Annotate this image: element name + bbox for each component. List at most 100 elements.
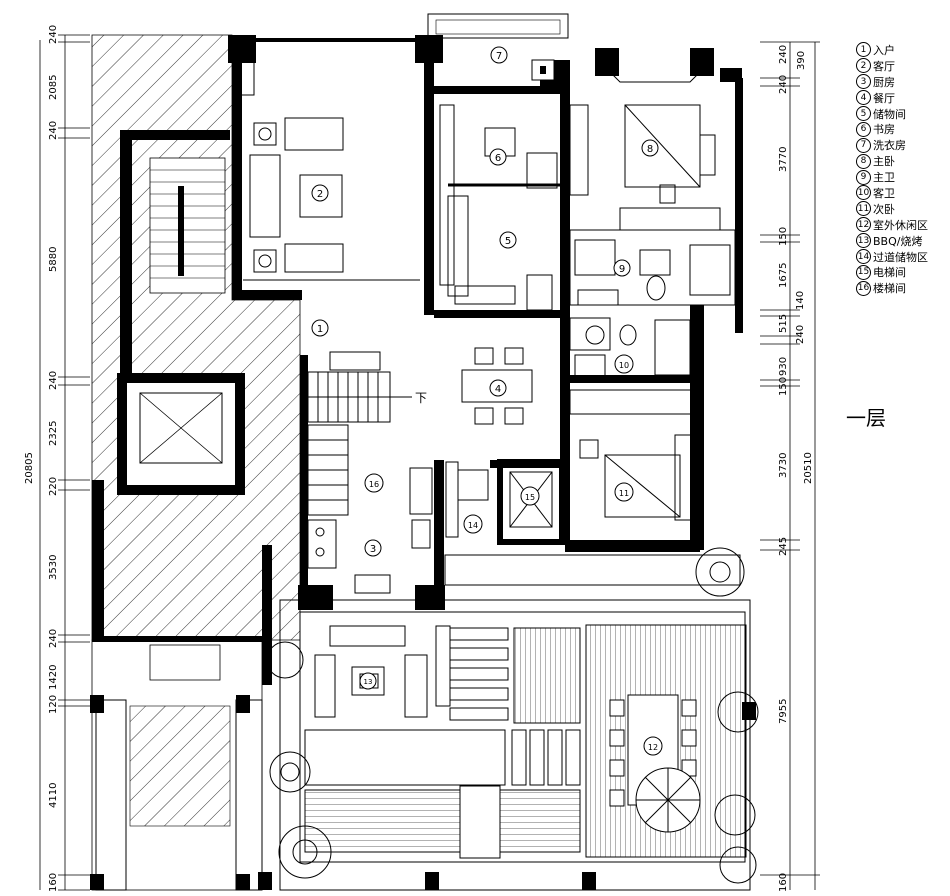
legend-label: 主卧	[873, 155, 895, 169]
room-marker-5: 5	[499, 231, 517, 249]
dim-left-9: 1420	[48, 665, 59, 690]
room-marker-16: 16	[364, 473, 384, 493]
interior-stair	[307, 351, 412, 516]
svg-text:16: 16	[369, 480, 379, 489]
dim-left-8: 240	[48, 629, 59, 648]
svg-text:12: 12	[648, 743, 658, 752]
legend-number: 1	[856, 42, 871, 58]
svg-text:3: 3	[370, 544, 376, 555]
legend-number: 12	[856, 217, 871, 233]
legend-label: 客厅	[873, 59, 895, 73]
svg-text:15: 15	[525, 493, 535, 502]
svg-text:9: 9	[619, 264, 625, 275]
legend-number: 14	[856, 249, 871, 265]
svg-text:11: 11	[619, 489, 629, 498]
dining-table	[461, 347, 533, 425]
master-bedroom	[569, 71, 736, 306]
legend-label: 书房	[873, 123, 895, 137]
terrace-posts	[258, 702, 756, 890]
kitchen	[307, 467, 433, 594]
legend-label: 储物间	[873, 107, 906, 121]
svg-text:5: 5	[505, 236, 511, 247]
dim-left-12: 160	[48, 873, 59, 892]
room-marker-1: 1	[311, 319, 329, 337]
legend-label: 楼梯间	[873, 282, 906, 296]
dim-left-3: 5880	[48, 247, 59, 272]
dim-right-11: 3730	[778, 453, 789, 478]
legend-number: 7	[856, 137, 871, 153]
legend-label: 客卫	[873, 186, 895, 200]
legend-label: BBQ/烧烤	[873, 234, 923, 248]
living-room-furniture	[237, 49, 420, 281]
legend-number: 2	[856, 58, 871, 74]
legend-label: 入户	[873, 43, 895, 57]
left-dimension-lines	[39, 34, 90, 891]
legend-label: 室外休闲区	[873, 218, 928, 232]
legend-label: 洗衣房	[873, 139, 906, 153]
room-marker-3: 3	[364, 539, 382, 557]
room-marker-15: 15	[520, 486, 540, 506]
dim-right-3: 3770	[778, 147, 789, 172]
room-marker-14: 14	[463, 514, 483, 534]
dim-left-4: 240	[48, 371, 59, 390]
legend-number: 8	[856, 153, 871, 169]
dim-right-14: 160	[778, 873, 789, 892]
exterior-walls	[228, 35, 743, 685]
left-garden-strip	[90, 636, 263, 891]
room-marker-13: 13	[359, 672, 377, 690]
left-dimension-labels: 240 2085 240 5880 240 2325 220 3530 240 …	[24, 25, 59, 892]
bathrooms	[569, 239, 731, 381]
dim-right-total: 20510	[803, 452, 814, 484]
room-marker-9: 9	[613, 259, 631, 277]
svg-text:10: 10	[619, 361, 629, 370]
terrace	[279, 554, 751, 891]
svg-text:4: 4	[495, 384, 501, 395]
dim-left-7: 3530	[48, 555, 59, 580]
dim-left-total: 20805	[24, 452, 35, 484]
svg-text:6: 6	[495, 153, 501, 164]
dim-right-4: 150	[778, 227, 789, 246]
svg-text:8: 8	[647, 144, 653, 155]
legend-label: 厨房	[873, 75, 895, 89]
legend-label: 餐厅	[873, 91, 895, 105]
legend-number: 16	[856, 280, 871, 296]
dim-left-5: 2325	[48, 421, 59, 446]
room-marker-4: 4	[489, 379, 507, 397]
dim-right-0: 240	[778, 45, 789, 64]
room-marker-12: 12	[643, 736, 663, 756]
stair-down-label: 下	[415, 391, 427, 405]
room-marker-6: 6	[489, 148, 507, 166]
dim-right-12: 245	[778, 537, 789, 556]
room-marker-2: 2	[311, 184, 329, 202]
legend-number: 3	[856, 74, 871, 90]
laundry-room	[427, 13, 569, 81]
room-marker-11: 11	[614, 482, 634, 502]
legend-label: 电梯间	[873, 266, 906, 280]
room-markers: 1 2 3 4 5 6 7 8 9 10 11 12 13 14 15 16	[311, 46, 663, 756]
right-dimension-lines	[760, 41, 820, 890]
legend-number: 4	[856, 90, 871, 106]
dim-left-11: 4110	[48, 783, 59, 808]
dim-left-2: 240	[48, 121, 59, 140]
svg-text:13: 13	[364, 678, 373, 686]
dim-right-9: 930	[778, 357, 789, 376]
dim-right-1: 390	[796, 51, 807, 70]
floor-title: 一层	[846, 406, 886, 430]
legend-label: 次卧	[873, 202, 895, 216]
legend-number: 11	[856, 201, 871, 217]
room-marker-8: 8	[641, 139, 659, 157]
dim-right-10: 150	[778, 377, 789, 396]
